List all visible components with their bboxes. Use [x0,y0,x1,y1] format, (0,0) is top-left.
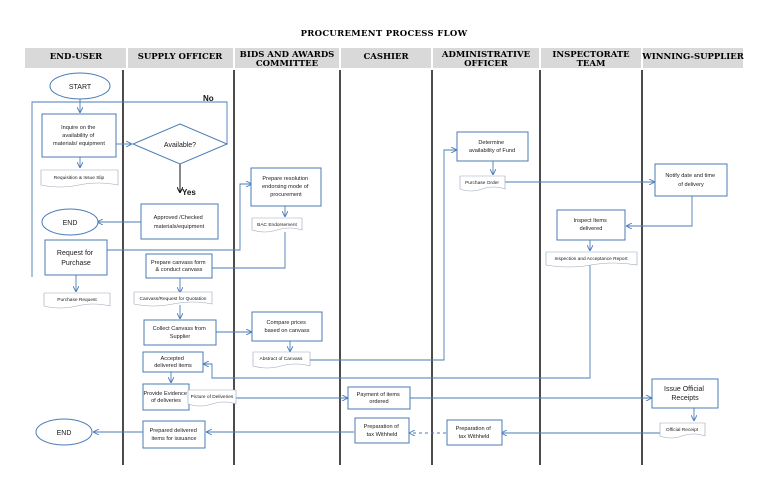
lane-header-winning-supplier: WINNING-SUPPLIER [641,52,745,62]
doc-bac-endorsement[interactable]: BAC Endorsement [251,217,303,233]
node-issue-receipts-label: Issue Official Receipts [664,386,706,402]
node-determine-fund[interactable]: Determine availability of Fund [456,131,529,162]
node-available-label: Available? [164,142,196,149]
lane-header-bar [25,48,743,68]
node-provide-evidence[interactable]: Provide Evidence of deliveries [142,383,190,411]
node-end-bottom-label: END [57,430,72,437]
lane-header-cashier: CASHIER [363,52,409,62]
doc-picture-deliveries-label: Picture of Deliveries [191,394,234,400]
node-inspect-items[interactable]: Inspect Items delivered [556,209,626,241]
lane-header-dividers [126,48,643,68]
yes-label: Yes [182,188,196,197]
node-collect-canvass[interactable]: Collect Canvass from Supplier [143,319,217,346]
page-title: PROCUREMENT PROCESS FLOW [301,29,468,39]
node-request-purchase-label: Request for Purchase [57,250,95,267]
node-notify-delivery[interactable]: Notify date and time of delivery [654,163,728,197]
node-accepted-label: Accepted delivered items [154,356,192,369]
node-inquire-label: Inquire on the availability of materials… [53,125,105,147]
node-tax-admin[interactable]: Preparation of tax Withheld [446,419,503,446]
node-tax-admin-label: Preparation of tax Withheld [456,426,493,440]
node-start-label: START [69,84,92,91]
node-prepared-delivered[interactable]: Prepared delivered items for issuance [142,420,206,449]
lane-header-supply-officer: SUPPLY OFFICER [138,52,223,62]
doc-bac-endorsement-label: BAC Endorsement [257,222,297,228]
node-start[interactable]: START [49,72,111,100]
node-inspect-items-label: Inspect Items delivered [574,218,609,232]
node-issue-receipts[interactable]: Issue Official Receipts [651,378,719,409]
doc-requisition-label: Requisition & Issue Slip [54,175,105,181]
node-request-purchase[interactable]: Request for Purchase [44,239,108,276]
doc-canvass-request-label: Canvass/Request for Quotation [140,296,207,302]
no-label: No [203,94,214,103]
doc-abstract-canvass[interactable]: Abstract of Canvass [252,351,311,369]
connectors [31,99,694,433]
lane-header-end-user: END-USER [50,52,103,62]
doc-picture-deliveries[interactable]: Picture of Deliveries [187,389,237,407]
node-end-top-label: END [63,220,78,227]
doc-abstract-canvass-label: Abstract of Canvass [260,356,304,362]
doc-requisition[interactable]: Requisition & Issue Slip [40,169,119,188]
node-collect-canvass-label: Collect Canvass from Supplier [153,326,208,340]
node-notify-delivery-label: Notify date and time of delivery [665,173,716,188]
node-end-top[interactable]: END [41,208,99,236]
node-approved[interactable]: Approved /Checked materials/equipment [140,203,219,240]
node-accepted[interactable]: Accepted delivered items [142,351,204,373]
doc-purchase-request[interactable]: Purchase Request [43,292,111,309]
node-prepare-canvass[interactable]: Prepare canvass form & conduct canvass [145,253,213,279]
node-compare-prices-label: Compare prices based on canvass [264,320,309,334]
doc-inspection-report-label: Inspection and Acceptance Report [554,256,628,262]
node-prepared-delivered-label: Prepared delivered items for issuance [150,428,199,442]
doc-official-receipt-label: Official Receipt [666,427,699,433]
doc-inspection-report[interactable]: Inspection and Acceptance Report [545,251,638,268]
node-compare-prices[interactable]: Compare prices based on canvass [251,311,323,342]
doc-official-receipt[interactable]: Official Receipt [659,422,706,439]
lane-separators [122,70,643,465]
node-prepare-resolution[interactable]: Prepare resolution endorsing mode of pro… [250,167,322,207]
doc-purchase-request-label: Purchase Request [57,297,97,303]
node-tax-cashier[interactable]: Preparation of tax Withheld [354,417,410,444]
node-tax-cashier-label: Preparation of tax Withheld [364,424,401,438]
node-prepare-resolution-label: Prepare resolution endorsing mode of pro… [262,176,310,198]
node-prepare-canvass-label: Prepare canvass form & conduct canvass [151,260,207,273]
doc-canvass-request[interactable]: Canvass/Request for Quotation [133,291,213,307]
node-approved-label: Approved /Checked materials/equipment [154,215,205,230]
doc-purchase-order[interactable]: Purchase Order [459,175,506,192]
node-provide-evidence-label: Provide Evidence of deliveries [143,391,188,404]
node-inquire[interactable]: Inquire on the availability of materials… [41,113,117,158]
node-end-bottom[interactable]: END [35,418,93,446]
doc-purchase-order-label: Purchase Order [465,180,499,186]
node-payment-label: Payment of items ordered [357,392,402,405]
node-payment[interactable]: Payment of items ordered [347,386,411,410]
node-determine-fund-label: Determine availability of Fund [469,140,515,154]
node-available-decision[interactable]: Available? [131,123,229,165]
